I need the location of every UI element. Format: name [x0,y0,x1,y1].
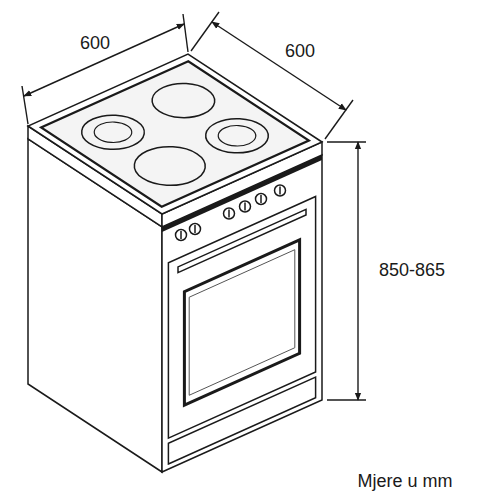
hotplate-inner [211,121,264,150]
cooktop [28,54,322,214]
knob-mark [180,231,182,239]
knob-mark [260,195,262,203]
hotplate [139,77,227,125]
hotplate [120,139,220,193]
knob-mark [228,210,230,218]
extension-line [327,399,366,400]
hotplate [193,112,281,160]
knob [224,208,235,219]
hotplate-inner [87,118,140,147]
knob [176,230,187,241]
dimension-line [24,24,184,96]
extension-line [22,86,28,124]
extension-line [327,141,366,142]
worktop [28,54,322,214]
dimension-label: 850-865 [377,261,447,281]
oven-window [184,240,299,405]
door-handle [178,209,306,272]
dimensions [22,12,366,400]
hotplate [69,108,157,156]
dimension-line [212,22,346,110]
dimension-line [357,142,358,400]
dimension-label: 600 [283,42,317,62]
unit-note: Mjere u mm [355,472,454,492]
extension-line [191,12,219,51]
knob-mark [244,203,246,211]
knob [275,185,286,196]
extension-line [183,14,188,52]
knob [240,201,251,212]
ceramic-glass [41,61,309,206]
knob [256,194,267,205]
storage-drawer [168,377,315,464]
dimension-label: 600 [78,34,112,54]
knob-mark [194,225,196,233]
knob-mark [279,187,281,195]
oven-window-inner [189,250,295,396]
knob [190,224,201,235]
